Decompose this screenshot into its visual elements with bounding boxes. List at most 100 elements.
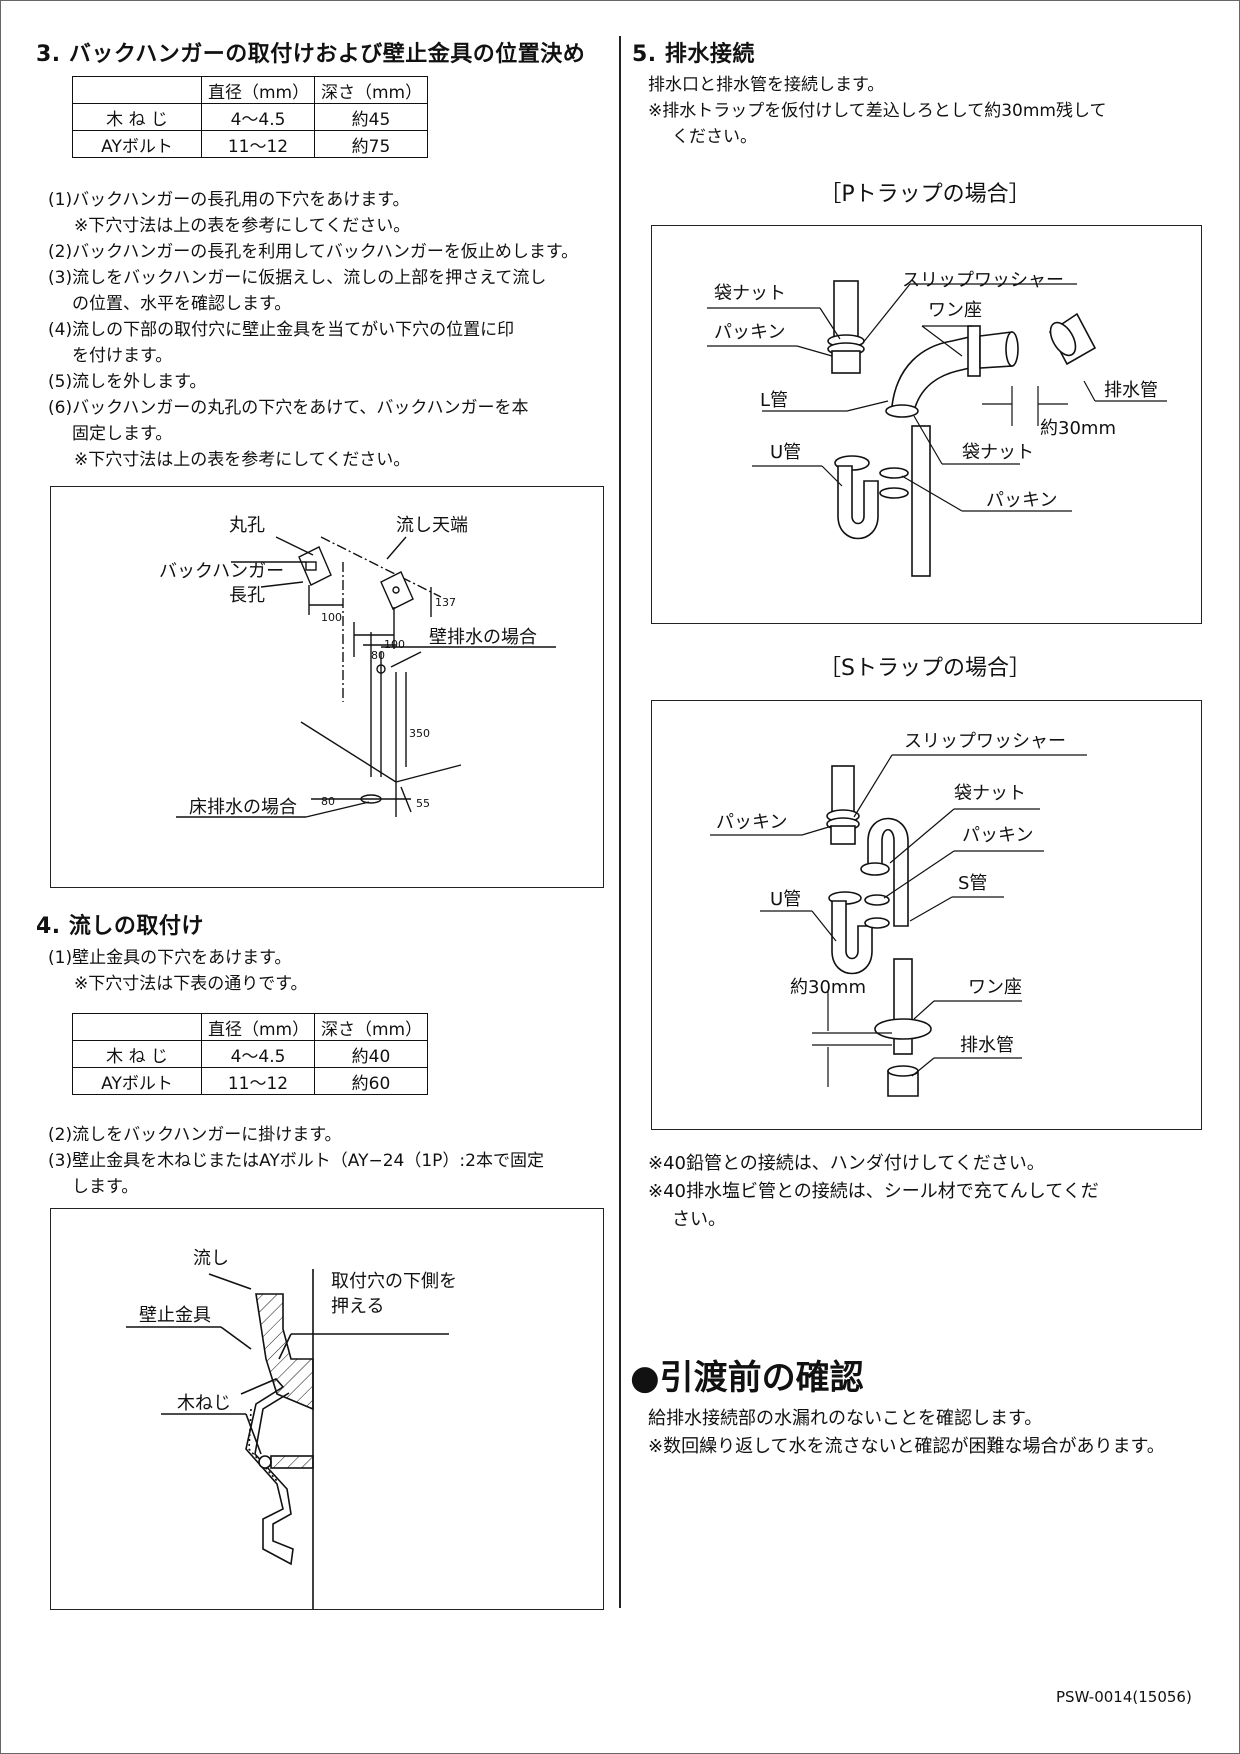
step-line: (4)流しの下部の取付穴に壁止金具を当てがい下穴の位置に印 — [48, 320, 515, 340]
note-line: ※40鉛管との接続は、ハンダ付けしてください。 — [648, 1153, 1045, 1174]
label-bag-nut: 袋ナット — [954, 783, 1026, 804]
label-approx-30: 約30mm — [790, 977, 866, 998]
table-header-row: 直径（mm） 深さ（mm） — [72, 1013, 428, 1041]
section-3-table: 直径（mm） 深さ（mm） 木 ね じ 4～4.5 約45 AYボルト 11～1… — [72, 76, 428, 158]
s-trap-diagram: スリップワッシャー 袋ナット パッキン パッキン U管 S管 約30mm ワン座… — [651, 700, 1202, 1130]
step-line: ※下穴寸法は下表の通りです。 — [74, 974, 308, 994]
label-slip-washer: スリップワッシャー — [904, 731, 1066, 752]
label-round-hole: 丸孔 — [229, 515, 265, 536]
intro-line: ください。 — [672, 127, 757, 147]
s-trap-title: ［Sトラップの場合］ — [819, 656, 1031, 681]
label-u-pipe: U管 — [770, 442, 801, 463]
table-cell: 木 ね じ — [72, 103, 202, 131]
p-trap-drawing: 袋ナット スリップワッシャー パッキン ワン座 排水管 L管 約30mm 袋ナッ… — [707, 270, 1167, 577]
check-line: 給排水接続部の水漏れのないことを確認します。 — [648, 1408, 1043, 1429]
check-line: ※数回繰り返して水を流さないと確認が困難な場合があります。 — [648, 1436, 1165, 1457]
handover-check-heading: ●引渡前の確認 — [630, 1358, 864, 1398]
label-s-pipe: S管 — [958, 873, 987, 894]
dim-80-floor: 80 — [321, 795, 335, 808]
intro-line: 排水口と排水管を接続します。 — [648, 75, 885, 95]
label-bag-nut-bottom: 袋ナット — [962, 442, 1034, 463]
table-cell: AYボルト — [72, 1067, 202, 1095]
dim-55: 55 — [416, 797, 430, 810]
table-header-cell: 深さ（mm） — [314, 76, 428, 104]
handover-check-text: 給排水接続部の水漏れのないことを確認します。 ※数回繰り返して水を流さないと確認… — [648, 1405, 1165, 1461]
label-packing-left: パッキン — [716, 812, 787, 833]
label-one-seat: ワン座 — [928, 300, 982, 321]
section-5-heading: 5. 排水接続 — [632, 42, 755, 67]
table-cell: 木 ね じ — [72, 1040, 202, 1068]
section-4-table: 直径（mm） 深さ（mm） 木 ね じ 4～4.5 約40 AYボルト 11～1… — [72, 1013, 428, 1095]
step-line: (3)壁止金具を木ねじまたはAYボルト（AY−24（1P）:2本で固定 — [48, 1151, 544, 1171]
table-header-cell: 直径（mm） — [201, 1013, 315, 1041]
document-code: PSW-0014(15056) — [1056, 1688, 1192, 1706]
section-3-heading: 3. バックハンガーの取付けおよび壁止金具の位置決め — [36, 42, 586, 67]
section-5-notes: ※40鉛管との接続は、ハンダ付けしてください。 ※40排水塩ビ管との接続は、シー… — [648, 1150, 1099, 1234]
note-line: ※40排水塩ビ管との接続は、シール材で充てんしてくだ — [648, 1181, 1099, 1202]
label-approx-30: 約30mm — [1040, 418, 1116, 439]
table-cell: 4～4.5 — [201, 103, 315, 131]
step-line: します。 — [72, 1177, 139, 1197]
table-cell: 約45 — [314, 103, 428, 131]
label-press-line1: 取付穴の下側を — [331, 1271, 457, 1292]
sink-mount-diagram: 流し 取付穴の下側を 押える 壁止金具 木ねじ — [50, 1208, 604, 1610]
step-line: (2)流しをバックハンガーに掛けます。 — [48, 1125, 342, 1145]
label-wall-bracket: 壁止金具 — [139, 1305, 211, 1326]
p-trap-title: ［Pトラップの場合］ — [819, 182, 1031, 207]
step-line: (1)壁止金具の下穴をあけます。 — [48, 948, 292, 968]
table-row: 木 ね じ 4～4.5 約45 — [72, 103, 428, 131]
step-line: (6)バックハンガーの丸孔の下穴をあけて、バックハンガーを本 — [48, 398, 529, 418]
label-sink-top: 流し天端 — [396, 515, 468, 536]
intro-line: ※排水トラップを仮付けして差込しろとして約30mm残して — [648, 101, 1107, 121]
label-floor-drain: 床排水の場合 — [189, 797, 297, 818]
column-divider — [619, 36, 621, 1608]
step-line: の位置、水平を確認します。 — [72, 294, 292, 314]
label-drain-pipe: 排水管 — [1104, 380, 1158, 401]
dim-80-wall: 80 — [371, 649, 385, 662]
dim-137: 137 — [435, 596, 456, 609]
label-back-hanger: バックハンガー — [159, 561, 284, 582]
label-wood-screw: 木ねじ — [177, 1393, 231, 1414]
section-3-steps: (1)バックハンガーの長孔用の下穴をあけます。 ※下穴寸法は上の表を参考にしてく… — [48, 187, 578, 473]
label-wall-drain: 壁排水の場合 — [429, 627, 537, 648]
section-4-steps-a: (1)壁止金具の下穴をあけます。 ※下穴寸法は下表の通りです。 — [48, 945, 308, 997]
label-drain-pipe: 排水管 — [960, 1035, 1014, 1056]
section-5-intro: 排水口と排水管を接続します。 ※排水トラップを仮付けして差込しろとして約30mm… — [648, 72, 1106, 150]
sink-mount-drawing: 流し 取付穴の下側を 押える 壁止金具 木ねじ — [126, 1248, 457, 1609]
step-line: (3)流しをバックハンガーに仮据えし、流しの上部を押さえて流し — [48, 268, 547, 288]
label-u-pipe: U管 — [770, 889, 801, 910]
table-header-cell: 直径（mm） — [201, 76, 315, 104]
table-header-cell — [72, 1013, 202, 1041]
table-cell: 11～12 — [201, 1067, 315, 1095]
step-line: 固定します。 — [72, 424, 173, 444]
step-line: (5)流しを外します。 — [48, 372, 207, 392]
table-cell: 11～12 — [201, 130, 315, 158]
label-bag-nut-top: 袋ナット — [714, 283, 786, 304]
table-row: AYボルト 11～12 約75 — [72, 130, 428, 158]
hanger-position-drawing: 丸孔 流し天端 バックハンガー 長孔 壁排水の場合 床排水の場合 100 100… — [159, 515, 556, 818]
dim-100-right: 100 — [384, 638, 405, 651]
section-4-heading: 4. 流しの取付け — [36, 914, 204, 939]
label-long-hole: 長孔 — [229, 585, 265, 606]
label-press-line2: 押える — [331, 1296, 384, 1317]
p-trap-diagram: 袋ナット スリップワッシャー パッキン ワン座 排水管 L管 約30mm 袋ナッ… — [651, 225, 1202, 624]
step-line: (1)バックハンガーの長孔用の下穴をあけます。 — [48, 190, 410, 210]
step-line: (2)バックハンガーの長孔を利用してバックハンガーを仮止めします。 — [48, 242, 579, 262]
hanger-position-diagram: 丸孔 流し天端 バックハンガー 長孔 壁排水の場合 床排水の場合 100 100… — [50, 486, 604, 888]
table-cell: AYボルト — [72, 130, 202, 158]
s-trap-drawing: スリップワッシャー 袋ナット パッキン パッキン U管 S管 約30mm ワン座… — [710, 731, 1087, 1097]
table-cell: 約40 — [314, 1040, 428, 1068]
table-header-cell — [72, 76, 202, 104]
label-packing-right: パッキン — [962, 825, 1033, 846]
step-line: を付けます。 — [72, 346, 173, 366]
dim-350: 350 — [409, 727, 430, 740]
label-packing-top: パッキン — [714, 322, 785, 343]
table-row: AYボルト 11～12 約60 — [72, 1067, 428, 1095]
table-header-row: 直径（mm） 深さ（mm） — [72, 76, 428, 104]
label-l-pipe: L管 — [760, 390, 788, 411]
table-cell: 4～4.5 — [201, 1040, 315, 1068]
table-row: 木 ね じ 4～4.5 約40 — [72, 1040, 428, 1068]
table-cell: 約60 — [314, 1067, 428, 1095]
label-sink: 流し — [193, 1248, 229, 1269]
section-4-steps-b: (2)流しをバックハンガーに掛けます。 (3)壁止金具を木ねじまたはAYボルト（… — [48, 1122, 544, 1200]
